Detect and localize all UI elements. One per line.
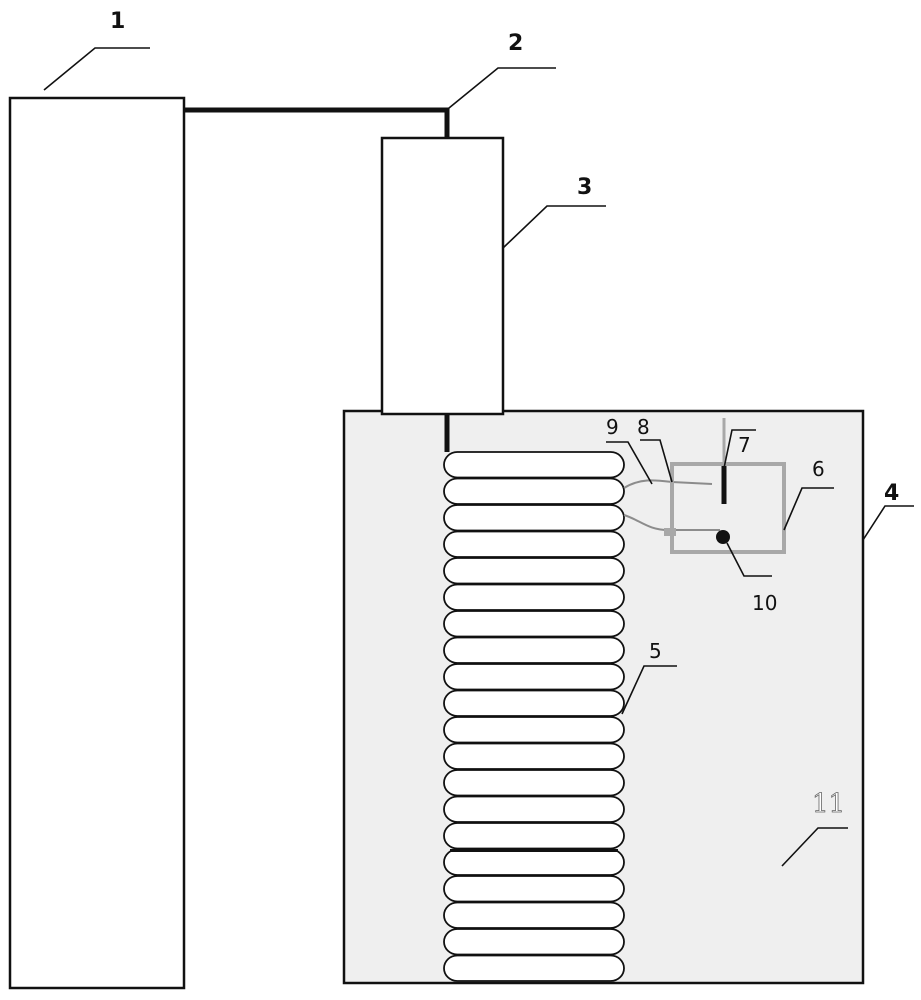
component-6-sensor-box bbox=[670, 462, 786, 554]
coil-turn bbox=[443, 875, 625, 903]
component-3-unit bbox=[380, 136, 505, 416]
label-6: 6 bbox=[812, 457, 825, 481]
coil-turn bbox=[443, 451, 625, 479]
label-5: 5 bbox=[649, 639, 662, 663]
component-5-coil bbox=[443, 451, 625, 982]
coil-turn bbox=[443, 583, 625, 611]
component-1-tank bbox=[8, 96, 186, 990]
coil-turn bbox=[443, 954, 625, 982]
coil-turn bbox=[443, 530, 625, 558]
label-10: 10 bbox=[752, 591, 777, 615]
leader-3 bbox=[502, 205, 606, 249]
leader-5 bbox=[621, 665, 677, 715]
leader-6 bbox=[783, 487, 834, 531]
coil-turn bbox=[443, 822, 625, 850]
label-4: 4 bbox=[884, 481, 899, 506]
coil-turn bbox=[443, 610, 625, 638]
label-3: 3 bbox=[577, 175, 592, 200]
label-9: 9 bbox=[606, 415, 619, 439]
coil-turn bbox=[443, 663, 625, 691]
label-2: 2 bbox=[508, 31, 523, 56]
label-7: 7 bbox=[738, 433, 751, 457]
coil-turn bbox=[443, 848, 625, 876]
sensor-box-tab bbox=[664, 528, 676, 536]
label-1: 1 bbox=[110, 9, 125, 34]
coil-turn bbox=[443, 769, 625, 797]
coil-turn bbox=[443, 742, 625, 770]
coil-turn bbox=[443, 716, 625, 744]
coil-turn bbox=[443, 636, 625, 664]
coil-turn bbox=[443, 504, 625, 532]
coil-turn bbox=[443, 689, 625, 717]
leader-9 bbox=[606, 441, 653, 485]
leader-7 bbox=[723, 429, 756, 469]
coil-turn bbox=[443, 928, 625, 956]
coil-turn bbox=[443, 901, 625, 929]
component-10-node bbox=[716, 530, 730, 544]
label-8: 8 bbox=[637, 415, 650, 439]
leader-2 bbox=[448, 67, 556, 109]
leader-1 bbox=[43, 47, 150, 91]
coil-turn bbox=[443, 477, 625, 505]
leader-4 bbox=[862, 505, 914, 541]
coil-turn bbox=[443, 795, 625, 823]
pipe-2 bbox=[184, 107, 450, 138]
label-11: 11 bbox=[812, 789, 845, 819]
leader-8 bbox=[640, 439, 673, 483]
leader-11 bbox=[781, 827, 848, 867]
leader-10 bbox=[726, 542, 772, 577]
coil-turn bbox=[443, 557, 625, 585]
